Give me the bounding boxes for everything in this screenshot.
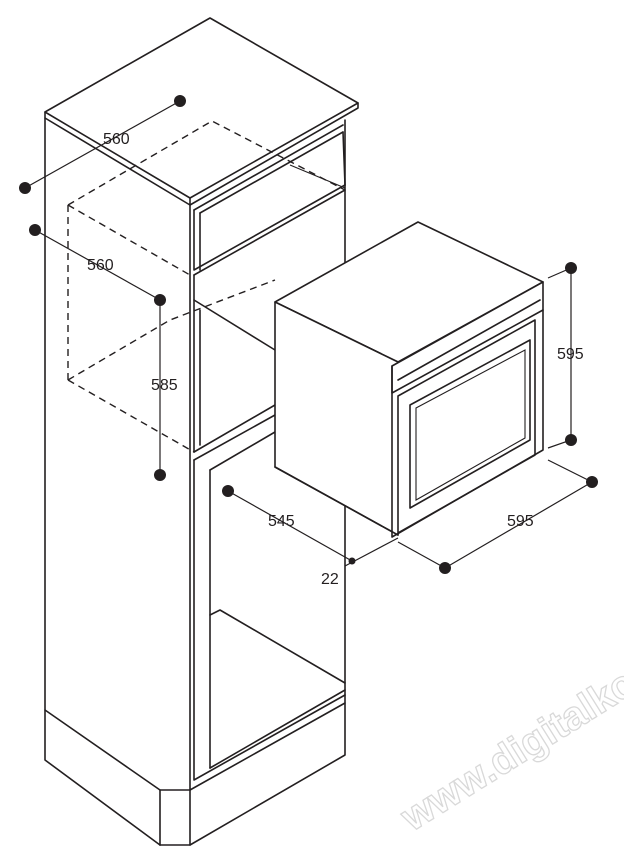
dim-label-oven-height: 595: [557, 346, 584, 363]
dimension-marker: [586, 476, 598, 488]
dimension-marker: [19, 182, 31, 194]
niche-dashed-outline: [67, 120, 346, 453]
dim-label-niche-width-side: 560: [87, 257, 114, 274]
dim-label-niche-width-top: 560: [103, 131, 130, 148]
dimension-marker: [565, 262, 577, 274]
dimension-marker: [29, 224, 41, 236]
dim-label-front-offset: 22: [321, 571, 339, 588]
oven: [274, 221, 544, 538]
dimension-marker: [174, 95, 186, 107]
dimension-lines: [19, 95, 598, 574]
tall-cabinet: [44, 17, 359, 846]
dim-label-oven-width: 595: [507, 513, 534, 530]
dimension-marker: [222, 485, 234, 497]
dim-label-depth: 545: [268, 513, 295, 530]
watermark: www.digitalko.hu: [393, 629, 624, 840]
dimension-marker: [439, 562, 451, 574]
dimension-marker: [565, 434, 577, 446]
dim-label-niche-height: 585: [151, 377, 178, 394]
dimension-marker: [154, 469, 166, 481]
